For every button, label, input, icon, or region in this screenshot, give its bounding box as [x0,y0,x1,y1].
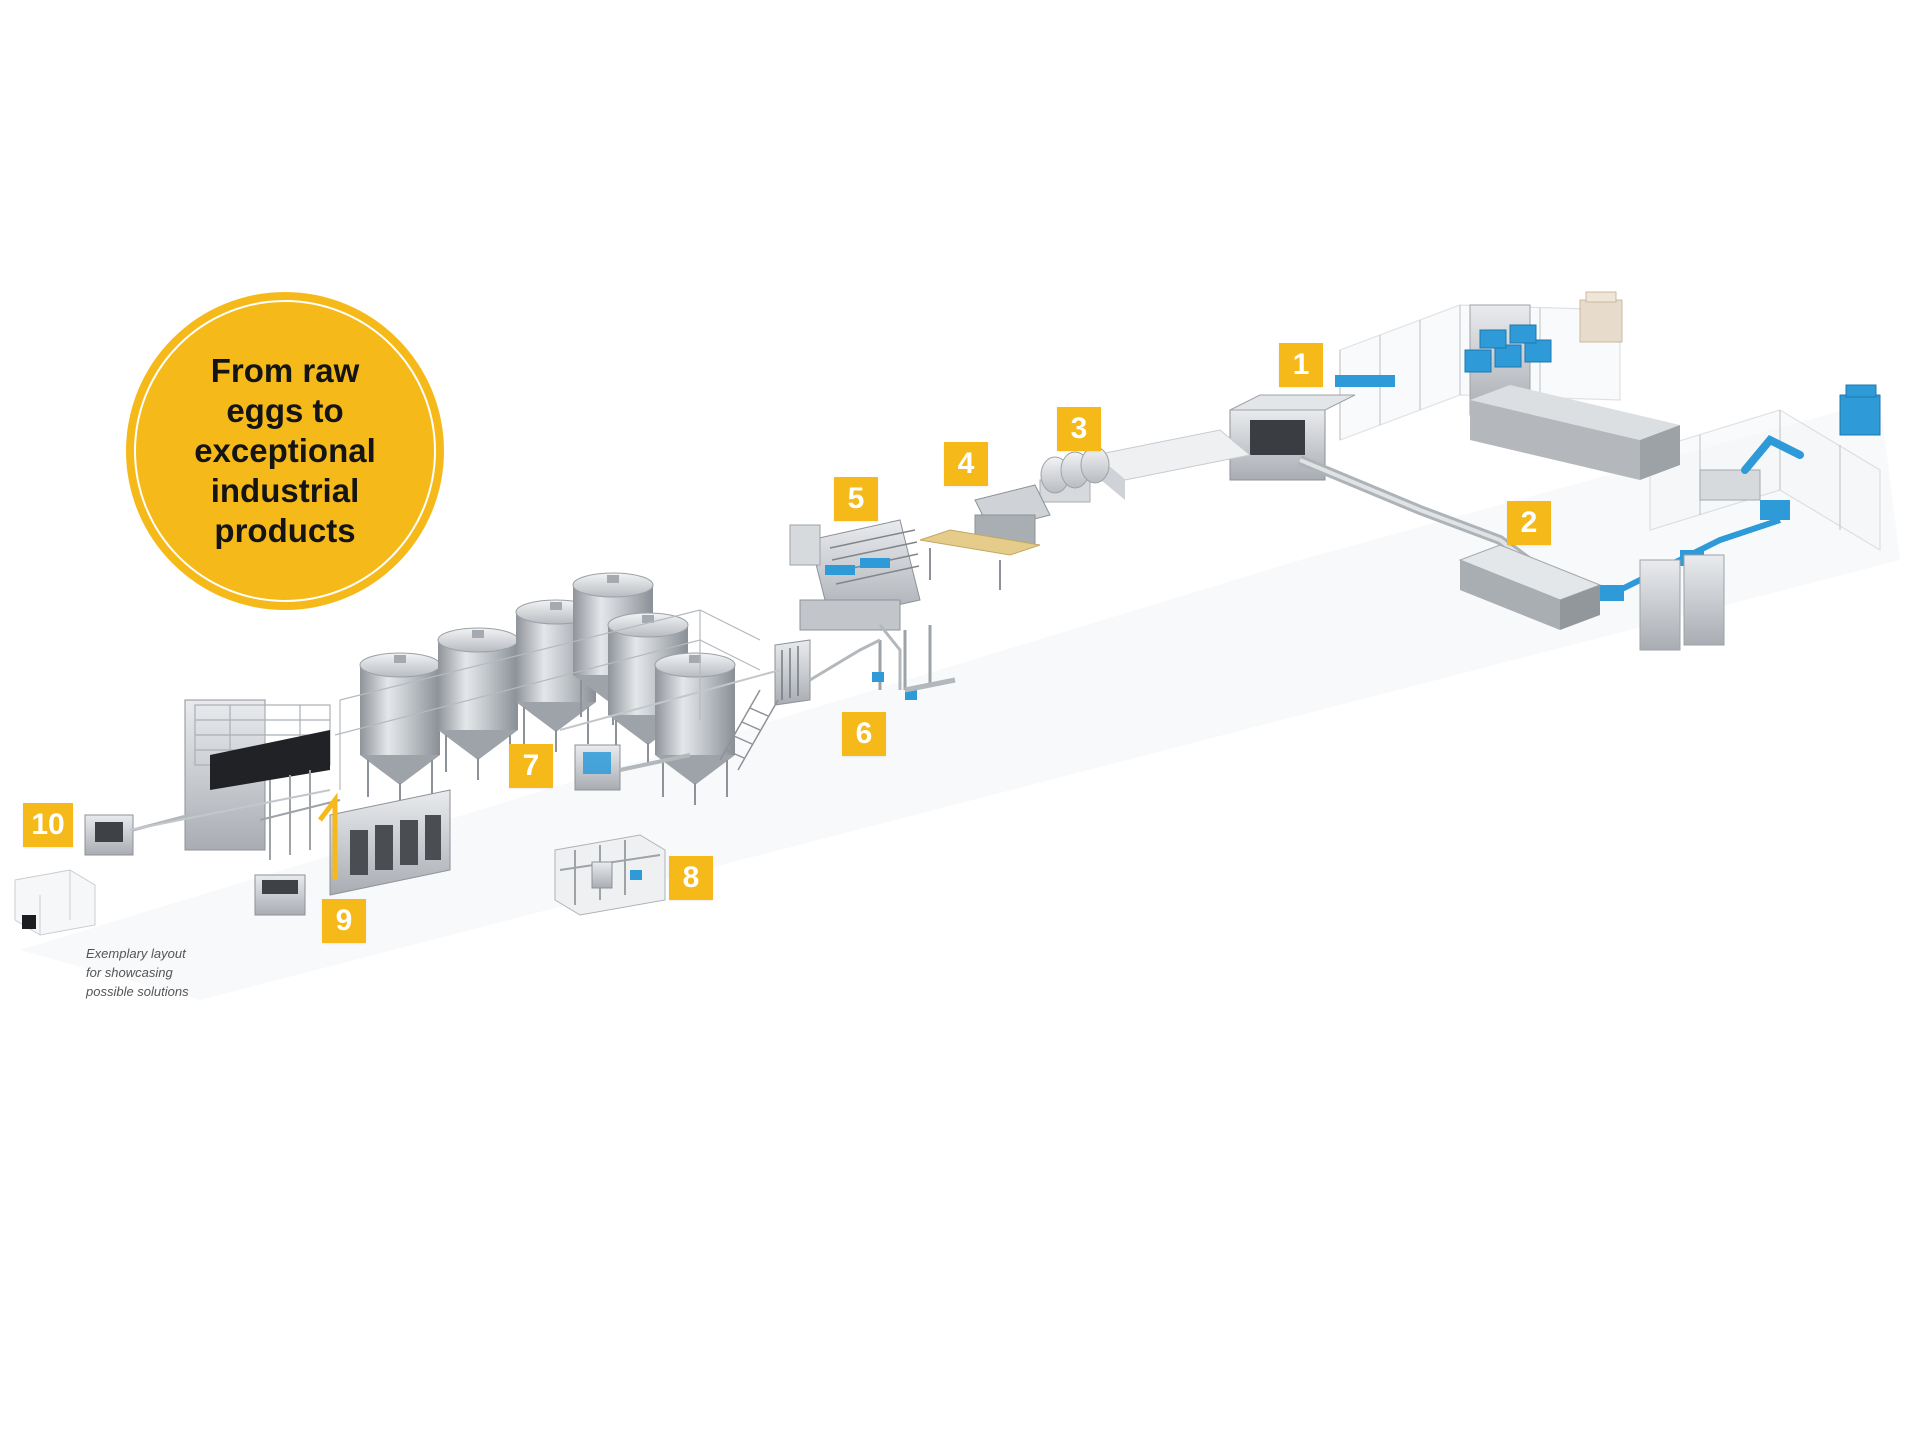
layout-caption: Exemplary layout for showcasing possible… [86,944,256,1001]
station-badge-7: 7 [509,744,553,788]
headline-badge-ring [134,300,436,602]
station-badge-3: 3 [1057,407,1101,451]
caption-line: Exemplary layout [86,946,186,961]
station-badge-10: 10 [23,803,73,847]
caption-line: for showcasing [86,965,173,980]
station-badge-4: 4 [944,442,988,486]
headline-line: products [214,512,356,549]
station-badge-1: 1 [1279,343,1323,387]
station-badge-5: 5 [834,477,878,521]
caption-line: possible solutions [86,984,189,999]
headline-line: eggs to [226,392,344,429]
station-badge-2: 2 [1507,501,1551,545]
headline-line: exceptional [194,432,376,469]
headline-line: From raw [210,352,360,389]
station-badge-6: 6 [842,712,886,756]
headline-badge: From raw eggs to exceptional industrial … [126,292,444,610]
station-badge-9: 9 [322,899,366,943]
station-badge-8: 8 [669,856,713,900]
headline-text: From raw eggs to exceptional industrial … [170,351,400,551]
headline-line: industrial [210,472,360,509]
